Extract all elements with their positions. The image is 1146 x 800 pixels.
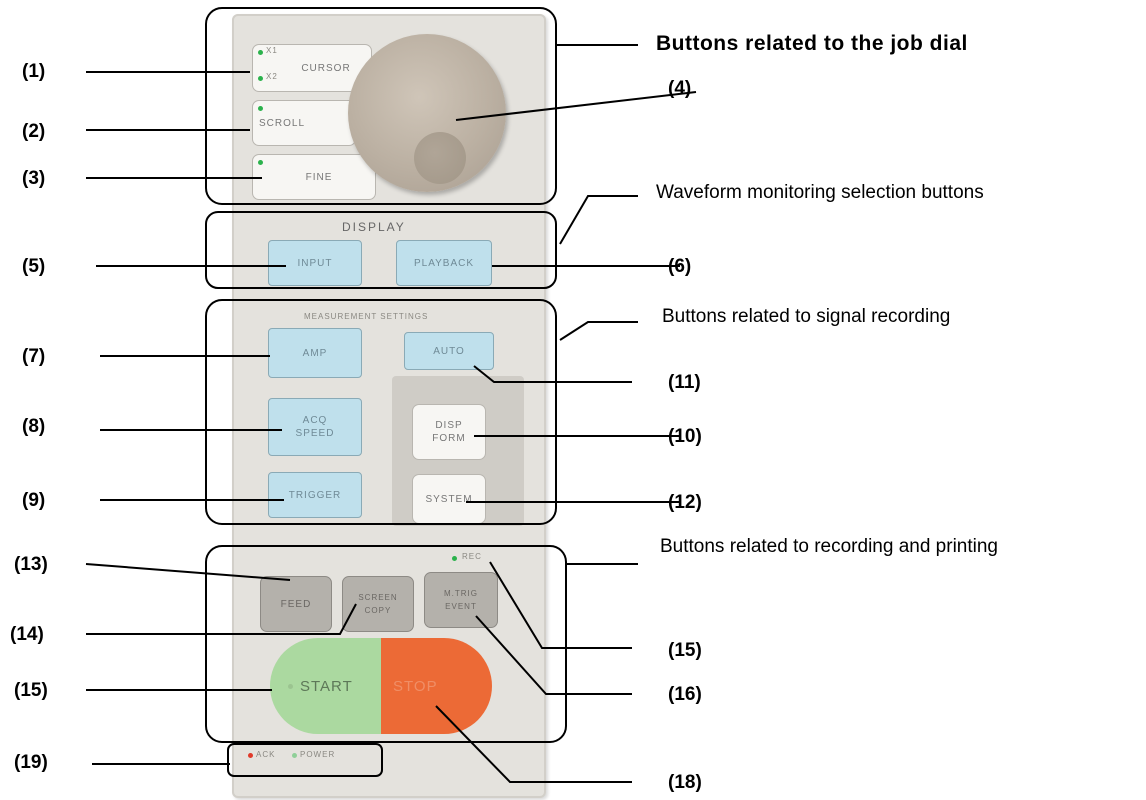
auto-button-label: AUTO bbox=[433, 345, 465, 357]
callout-line-18 bbox=[435, 705, 632, 783]
callout-6: (6) bbox=[668, 256, 692, 277]
trigger-button-label: TRIGGER bbox=[288, 489, 342, 501]
fine-button-label: FINE bbox=[305, 171, 333, 183]
fine-button[interactable]: FINE bbox=[252, 154, 376, 200]
callout-line-11 bbox=[473, 365, 632, 383]
auto-button[interactable]: AUTO bbox=[404, 332, 494, 370]
cursor-button[interactable]: CURSOR bbox=[252, 44, 372, 92]
feed-button[interactable]: FEED bbox=[260, 576, 332, 632]
ack-led bbox=[248, 753, 253, 758]
callout-11: (11) bbox=[668, 372, 701, 393]
screen-copy-button-label: SCREEN COPY bbox=[358, 593, 398, 615]
callout-line-13 bbox=[85, 563, 291, 581]
rec-led bbox=[452, 556, 457, 561]
x2-label: X2 bbox=[266, 72, 278, 81]
callout-4: (4) bbox=[668, 78, 692, 99]
callout-13: (13) bbox=[14, 554, 48, 575]
acq-speed-button-label: ACQ SPEED bbox=[295, 415, 335, 439]
start-stop-switch: START STOP bbox=[270, 638, 492, 734]
amp-button-label: AMP bbox=[302, 347, 328, 359]
signal-recording-group-leader bbox=[559, 321, 638, 341]
callout-5: (5) bbox=[22, 256, 46, 277]
trigger-button[interactable]: TRIGGER bbox=[268, 472, 362, 518]
stop-button-label: STOP bbox=[393, 678, 438, 695]
callout-8: (8) bbox=[22, 416, 46, 437]
callout-line-4 bbox=[455, 91, 697, 121]
x1-label: X1 bbox=[266, 46, 278, 55]
rec-led-label: REC bbox=[462, 552, 482, 561]
disp-form-button-label: DISP FORM bbox=[432, 420, 466, 444]
screen-copy-button[interactable]: SCREEN COPY bbox=[342, 576, 414, 632]
acq-speed-button[interactable]: ACQ SPEED bbox=[268, 398, 362, 456]
callout-1: (1) bbox=[22, 61, 46, 82]
display-group-leader bbox=[559, 195, 638, 245]
job-dial-group-outline bbox=[205, 7, 557, 205]
callout-12: (12) bbox=[668, 492, 702, 513]
mtrig-event-button-label: M.TRIG EVENT bbox=[444, 589, 478, 611]
start-button[interactable]: START bbox=[270, 638, 381, 734]
group-title-waveform: Waveform monitoring selection buttons bbox=[656, 182, 984, 203]
mtrig-event-button[interactable]: M.TRIG EVENT bbox=[424, 572, 498, 628]
measurement-settings-header: MEASUREMENT SETTINGS bbox=[304, 312, 429, 321]
disp-form-button[interactable]: DISP FORM bbox=[412, 404, 486, 460]
callout-16: (16) bbox=[668, 684, 702, 705]
input-button-label: INPUT bbox=[297, 257, 333, 269]
callout-line-15-right bbox=[489, 561, 632, 649]
scroll-button-label: SCROLL bbox=[259, 117, 306, 129]
display-group-outline bbox=[205, 211, 557, 289]
fine-led bbox=[258, 160, 263, 165]
playback-button-label: PLAYBACK bbox=[413, 257, 475, 269]
playback-button[interactable]: PLAYBACK bbox=[396, 240, 492, 286]
input-button[interactable]: INPUT bbox=[268, 240, 362, 286]
scroll-button[interactable]: SCROLL bbox=[252, 100, 356, 146]
scroll-led bbox=[258, 106, 263, 111]
callout-18: (18) bbox=[668, 772, 702, 793]
callout-3: (3) bbox=[22, 168, 46, 189]
ack-led-label: ACK bbox=[256, 750, 276, 759]
cursor-button-label: CURSOR bbox=[301, 62, 351, 74]
signal-recording-group-outline bbox=[205, 299, 557, 525]
system-button-label: SYSTEM bbox=[425, 493, 473, 505]
power-led-label: POWER bbox=[300, 750, 336, 759]
start-led bbox=[288, 684, 293, 689]
system-button[interactable]: SYSTEM bbox=[412, 474, 486, 524]
recording-printing-group-outline bbox=[205, 545, 567, 743]
callout-9: (9) bbox=[22, 490, 46, 511]
callout-line-16 bbox=[475, 615, 632, 695]
display-header: DISPLAY bbox=[342, 220, 406, 234]
group-title-signal-recording: Buttons related to signal recording bbox=[662, 306, 951, 327]
callout-14: (14) bbox=[10, 624, 44, 645]
start-button-label: START bbox=[300, 678, 353, 695]
status-led-group-outline bbox=[227, 743, 383, 777]
callout-15-right: (15) bbox=[668, 640, 702, 661]
callout-line-14 bbox=[86, 603, 357, 635]
group-title-job-dial: Buttons related to the job dial bbox=[656, 32, 968, 55]
callout-15-left: (15) bbox=[14, 680, 48, 701]
callout-2: (2) bbox=[22, 121, 46, 142]
callout-19: (19) bbox=[14, 752, 48, 773]
x1-led bbox=[258, 50, 263, 55]
x2-led bbox=[258, 76, 263, 81]
amp-button[interactable]: AMP bbox=[268, 328, 362, 378]
group-title-recording-printing: Buttons related to recording and printin… bbox=[660, 536, 998, 557]
callout-7: (7) bbox=[22, 346, 46, 367]
job-dial-finger-dimple bbox=[414, 132, 466, 184]
feed-button-label: FEED bbox=[280, 598, 312, 610]
stop-button[interactable]: STOP bbox=[381, 638, 492, 734]
power-led bbox=[292, 753, 297, 758]
callout-10: (10) bbox=[668, 426, 702, 447]
